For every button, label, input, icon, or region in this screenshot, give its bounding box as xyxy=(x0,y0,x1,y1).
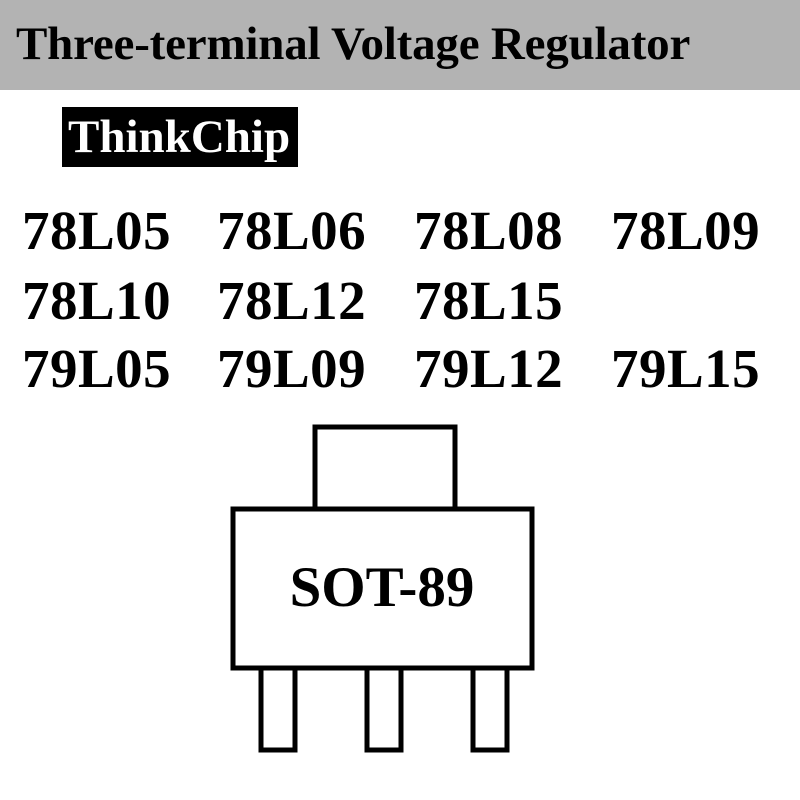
part-number: 78L08 xyxy=(414,200,564,261)
part-number: 79L15 xyxy=(611,338,761,399)
part-number: 78L06 xyxy=(217,200,367,261)
part-number: 78L10 xyxy=(22,270,172,331)
part-number-row-1: 78L05 78L06 78L08 78L09 xyxy=(22,201,792,261)
page-title: Three-terminal Voltage Regulator xyxy=(16,18,691,70)
package-pin-2 xyxy=(364,665,404,753)
part-number: 79L12 xyxy=(414,338,564,399)
part-number: 78L09 xyxy=(611,200,761,261)
part-number: 78L05 xyxy=(22,200,172,261)
part-number: 79L09 xyxy=(217,338,367,399)
part-number-row-3: 79L05 79L09 79L12 79L15 xyxy=(22,339,792,399)
part-number-row-2: 78L10 78L12 78L15 xyxy=(22,271,792,331)
title-banner: Three-terminal Voltage Regulator xyxy=(0,0,800,90)
package-tab xyxy=(312,424,458,512)
package-body xyxy=(230,506,535,671)
package-pin-3 xyxy=(470,665,510,753)
brand-logo: ThinkChip xyxy=(62,107,299,167)
part-number: 78L15 xyxy=(414,270,564,331)
package-label: SOT-89 xyxy=(289,556,475,619)
part-number: 78L12 xyxy=(217,270,367,331)
part-number: 79L05 xyxy=(22,338,172,399)
package-pin-1 xyxy=(258,665,298,753)
